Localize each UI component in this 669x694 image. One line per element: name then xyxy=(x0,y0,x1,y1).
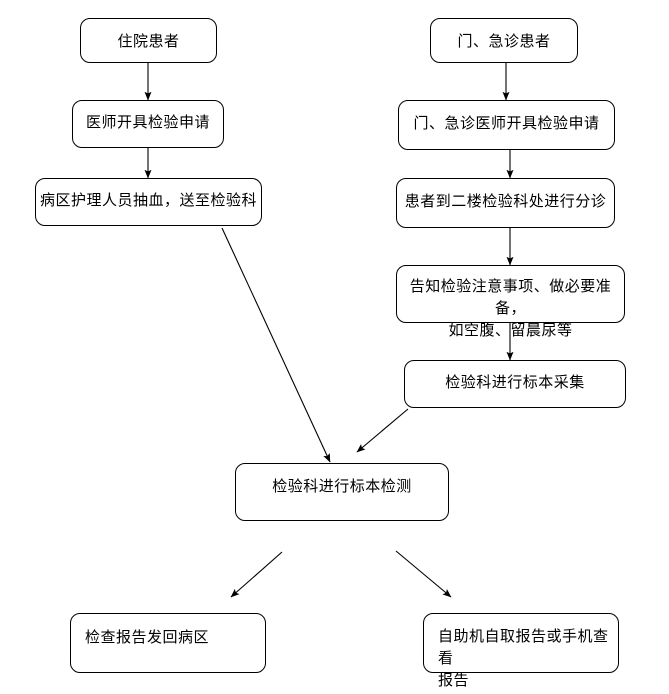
edge-specimen-collection-to-specimen-testing xyxy=(356,408,409,453)
edge-specimen-testing-to-kiosk-or-phone-report xyxy=(395,550,452,598)
node-label-inpatient: 住院患者 xyxy=(117,32,180,50)
node-label-triage-second-floor: 患者到二楼检验科处进行分诊 xyxy=(404,192,607,210)
node-label-doctor-order-left: 医师开具检验申请 xyxy=(85,113,210,131)
node-label-specimen-testing: 检验科进行标本检测 xyxy=(272,477,412,495)
node-specimen-testing: 检验科进行标本检测 xyxy=(235,463,449,521)
edge-specimen-testing-to-report-to-ward xyxy=(230,551,283,598)
node-ward-nurse-draw-blood: 病区护理人员抽血，送至检验科 xyxy=(35,178,262,226)
node-inpatient: 住院患者 xyxy=(80,18,217,63)
node-doctor-order-left: 医师开具检验申请 xyxy=(72,100,224,148)
node-label-doctor-order-right: 门、急诊医师开具检验申请 xyxy=(413,114,600,132)
node-specimen-collection: 检验科进行标本采集 xyxy=(404,360,626,408)
node-report-to-ward: 检查报告发回病区 xyxy=(70,613,266,673)
node-label-inform-precautions: 告知检验注意事项、做必要准备， 如空腹、留晨尿等 xyxy=(409,277,612,339)
node-triage-second-floor: 患者到二楼检验科处进行分诊 xyxy=(396,178,615,228)
edge-ward-nurse-draw-blood-to-specimen-testing xyxy=(221,227,331,463)
node-label-kiosk-or-phone-report: 自助机自取报告或手机查看 报告 xyxy=(438,627,609,689)
node-label-ward-nurse-draw-blood: 病区护理人员抽血，送至检验科 xyxy=(39,191,257,209)
node-outpatient-emergency: 门、急诊患者 xyxy=(430,18,578,63)
node-kiosk-or-phone-report: 自助机自取报告或手机查看 报告 xyxy=(423,613,619,689)
node-label-outpatient-emergency: 门、急诊患者 xyxy=(457,32,551,50)
node-inform-precautions: 告知检验注意事项、做必要准备， 如空腹、留晨尿等 xyxy=(396,265,625,339)
node-label-report-to-ward: 检查报告发回病区 xyxy=(85,628,210,646)
node-doctor-order-right: 门、急诊医师开具检验申请 xyxy=(398,100,615,150)
node-label-specimen-collection: 检验科进行标本采集 xyxy=(445,373,585,391)
